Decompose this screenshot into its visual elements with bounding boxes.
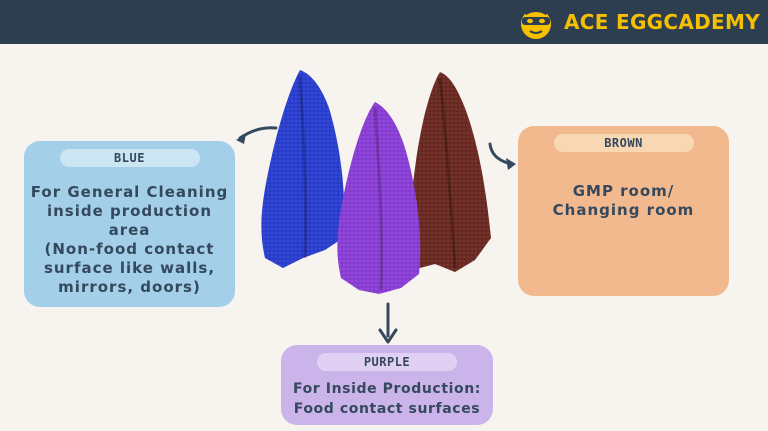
purple-line: Food contact surfaces — [293, 401, 481, 417]
blue-line: area — [108, 221, 151, 239]
brown-line: GMP room/ — [572, 182, 675, 200]
arrow-to-purple-icon — [378, 302, 398, 344]
blue-line: inside production — [46, 202, 213, 220]
towels-illustration — [261, 70, 491, 294]
blue-description: For General Cleaning inside production a… — [30, 183, 230, 297]
brown-line: Changing room — [552, 201, 695, 219]
brand[interactable]: ACE EGGCADEMY — [516, 4, 760, 40]
brown-towel — [410, 72, 491, 272]
header-bar: ACE EGGCADEMY — [0, 0, 768, 44]
arrow-to-brown-icon — [488, 142, 516, 170]
purple-towel-card: PURPLE For Inside Production: Food conta… — [281, 345, 493, 425]
brown-tag: BROWN — [553, 134, 694, 152]
arrow-to-blue-icon — [236, 126, 278, 144]
purple-description: For Inside Production: Food contact surf… — [293, 379, 481, 419]
blue-line: (Non-food contact — [44, 240, 215, 258]
blue-towel — [261, 70, 345, 268]
blue-line: For General Cleaning — [30, 183, 229, 201]
blue-line: mirrors, doors) — [58, 278, 201, 296]
blue-line: surface like walls, — [43, 259, 216, 277]
purple-towel — [337, 102, 421, 294]
brand-name: ACE EGGCADEMY — [564, 10, 760, 34]
blue-tag: BLUE — [59, 149, 200, 167]
purple-line: For Inside Production: — [292, 381, 482, 397]
blue-towel-card: BLUE For General Cleaning inside product… — [24, 141, 235, 307]
brown-towel-card: BROWN GMP room/ Changing room — [518, 126, 729, 296]
brown-description: GMP room/ Changing room — [553, 182, 695, 220]
purple-tag: PURPLE — [317, 353, 457, 371]
egg-mascot-icon — [521, 8, 552, 39]
